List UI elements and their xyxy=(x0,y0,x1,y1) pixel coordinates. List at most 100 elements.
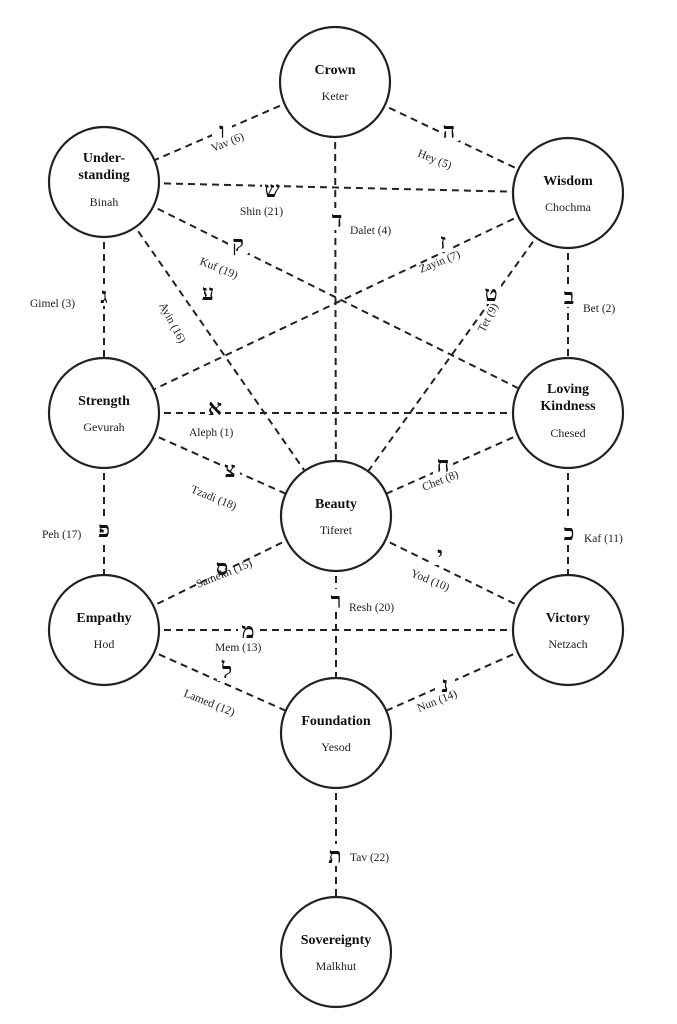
letter-backdrop xyxy=(439,119,459,141)
hebrew-letter: ל xyxy=(221,658,232,684)
path-name-label: Tzadi (18) xyxy=(189,484,238,513)
path-line-binah-chesed xyxy=(103,181,569,414)
letter-backdrop xyxy=(238,619,258,641)
sefirah-circle xyxy=(47,356,161,470)
path-line-chochma-tiferet xyxy=(335,192,569,517)
sefirah-title: standing xyxy=(78,168,129,183)
hebrew-letter: ו xyxy=(219,118,225,144)
path-line-binah-chochma xyxy=(103,181,569,194)
sefirah-title: Strength xyxy=(78,394,130,409)
hebrew-letter: ס xyxy=(216,555,229,581)
letter-backdrop xyxy=(262,178,282,200)
letter-backdrop xyxy=(94,518,114,540)
hebrew-letter: ח xyxy=(436,452,449,478)
path-name-label: Shin (21) xyxy=(240,206,283,218)
path-name-label: Tet (9) xyxy=(476,301,501,334)
sefirah-circle xyxy=(511,356,625,470)
path-line-chochma-gevurah xyxy=(103,192,569,414)
sefirah-circle xyxy=(279,676,393,790)
letter-backdrop xyxy=(212,556,232,578)
hebrew-letter: ה xyxy=(443,118,456,144)
hebrew-letter: ז xyxy=(440,229,446,255)
path-name-label: Hey (5) xyxy=(416,148,454,172)
path-name-label: Yod (10) xyxy=(409,568,451,594)
sefirah-title: Under- xyxy=(83,151,126,166)
hebrew-letter: צ xyxy=(224,457,236,483)
hebrew-letter: פ xyxy=(98,517,110,543)
sefirah-subtitle: Netzach xyxy=(548,637,587,651)
path-name-label: Aleph (1) xyxy=(189,427,234,439)
hebrew-letter: ב xyxy=(564,284,575,310)
letter-backdrop xyxy=(326,589,346,611)
sefirah-circle xyxy=(511,136,625,250)
path-name-label: Peh (17) xyxy=(42,529,81,541)
letter-backdrop xyxy=(430,543,450,565)
sefirah-title: Crown xyxy=(315,63,356,78)
sefirah-circle xyxy=(278,25,392,139)
sefirah-subtitle: Hod xyxy=(94,637,115,651)
path-name-label: Kaf (11) xyxy=(584,533,623,545)
sefirah-subtitle: Yesod xyxy=(321,740,350,754)
letter-backdrop xyxy=(212,119,232,141)
hebrew-letter: ד xyxy=(332,207,343,233)
path-line-binah-tiferet xyxy=(103,181,337,517)
letter-backdrop xyxy=(433,230,453,252)
path-name-label: Dalet (4) xyxy=(350,225,391,237)
sefirah-subtitle: Gevurah xyxy=(83,420,124,434)
letter-backdrop xyxy=(325,844,345,866)
sefirah-title: Empathy xyxy=(76,611,131,626)
letter-backdrop xyxy=(205,396,225,418)
sefirah-title: Kindness xyxy=(540,399,596,414)
path-name-label: Kuf (19) xyxy=(198,256,240,282)
path-name-label: Mem (13) xyxy=(215,642,261,654)
sefirah-circle xyxy=(279,459,393,573)
sefirah-circle xyxy=(47,125,161,239)
sefirah-title: Victory xyxy=(546,611,591,626)
sefirah-circle xyxy=(511,573,625,687)
hebrew-letter: ק xyxy=(232,231,244,257)
letter-backdrop xyxy=(435,673,455,695)
sefirah-subtitle: Tiferet xyxy=(320,523,353,537)
hebrew-letter: א xyxy=(208,395,222,421)
path-name-label: Lamed (12) xyxy=(182,688,237,719)
path-name-label: Ayin (16) xyxy=(156,301,187,346)
hebrew-letter: נ xyxy=(441,672,448,698)
path-name-label: Tav (22) xyxy=(350,852,389,864)
hebrew-letter: ש xyxy=(264,177,280,203)
hebrew-letter: י xyxy=(437,542,443,568)
hebrew-letter: ר xyxy=(331,588,342,614)
path-line-keter-tiferet xyxy=(334,81,337,517)
letter-backdrop xyxy=(94,284,114,306)
sefirah-title: Foundation xyxy=(301,714,370,729)
letter-backdrop xyxy=(481,282,501,304)
hebrew-letter: ג xyxy=(100,283,107,309)
letter-backdrop xyxy=(198,281,218,303)
sefirah-title: Sovereignty xyxy=(301,933,372,948)
sefirah-title: Beauty xyxy=(315,497,357,512)
hebrew-letter: ט xyxy=(484,281,497,307)
hebrew-letter: מ xyxy=(241,618,254,644)
path-name-label: Resh (20) xyxy=(349,602,394,614)
letter-backdrop xyxy=(327,208,347,230)
sefirah-circle xyxy=(279,895,393,1009)
letter-backdrop xyxy=(559,521,579,543)
sefirah-subtitle: Chesed xyxy=(550,426,585,440)
path-name-label: Gimel (3) xyxy=(30,298,75,310)
hebrew-letter: ת xyxy=(328,843,341,869)
letter-backdrop xyxy=(559,285,579,307)
sefirah-title: Wisdom xyxy=(543,174,593,189)
sefirah-subtitle: Keter xyxy=(322,89,349,103)
sefirah-title: Loving xyxy=(547,382,589,397)
sefirah-subtitle: Binah xyxy=(90,195,119,209)
